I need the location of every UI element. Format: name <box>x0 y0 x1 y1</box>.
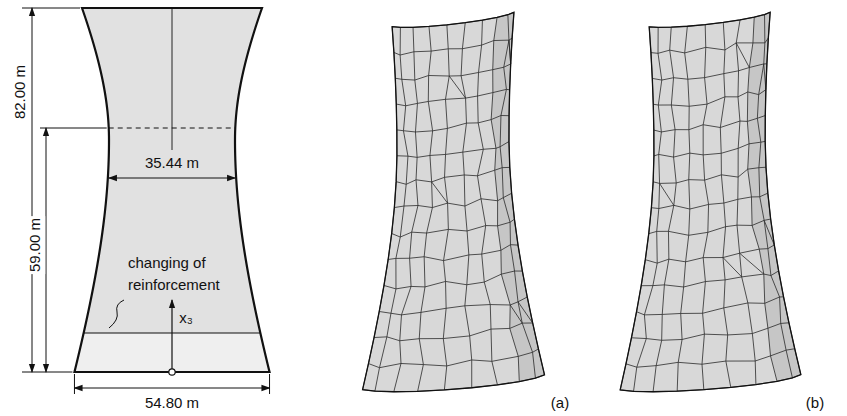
note-label: changing of reinforcement <box>128 252 232 296</box>
figure-label: (a) <box>551 393 569 413</box>
mesh-views <box>363 12 801 392</box>
mesh-line <box>637 297 784 315</box>
mesh-line <box>461 23 472 388</box>
mesh-outline <box>363 12 545 391</box>
mesh-line <box>388 245 518 261</box>
extension-line <box>22 8 80 9</box>
dimension-line <box>32 8 33 372</box>
mesh-line <box>645 245 774 263</box>
mesh-line <box>634 27 662 391</box>
extension-line <box>269 374 270 394</box>
mesh-line <box>651 193 767 209</box>
mesh-line <box>509 12 545 375</box>
mesh-line <box>653 27 676 392</box>
mesh-line <box>631 323 789 341</box>
mesh-line <box>374 323 533 341</box>
axis-label: x₃ <box>179 308 193 328</box>
mesh-line <box>443 25 449 390</box>
dimension-label: 35.44 m <box>145 153 199 173</box>
origin-point <box>169 369 175 375</box>
tower-fill <box>74 8 269 372</box>
extension-line <box>74 374 75 394</box>
mesh-line <box>740 253 764 274</box>
mesh-line <box>491 17 519 381</box>
mesh-line <box>720 22 730 387</box>
dimension-label: 59.00 m <box>25 216 45 274</box>
mesh-line <box>649 12 770 27</box>
mesh-line <box>397 142 509 158</box>
mesh-line <box>736 20 756 385</box>
mesh-line <box>395 64 510 80</box>
mesh-line <box>641 271 778 287</box>
mesh-line <box>677 26 690 391</box>
mesh-line <box>375 27 408 391</box>
mesh-line <box>765 12 801 375</box>
mesh-outline <box>620 12 801 392</box>
mesh-line <box>394 27 418 391</box>
dimension-label: 54.80 m <box>145 393 199 413</box>
extension-line <box>22 372 72 373</box>
axis-line <box>172 8 173 150</box>
mesh-line <box>394 38 512 55</box>
mesh-line <box>653 90 766 107</box>
tower-profile <box>0 8 400 394</box>
figure-label: (b) <box>806 393 824 413</box>
mesh-view <box>620 12 801 392</box>
mesh-line <box>449 76 465 98</box>
mesh-line <box>620 27 654 390</box>
mesh-line <box>396 167 510 184</box>
mesh-line <box>418 26 433 391</box>
mesh-line <box>510 305 522 323</box>
dimension-label: 82.00 m <box>10 63 30 121</box>
mesh-line <box>654 116 765 132</box>
mesh-line <box>368 349 538 368</box>
dimension-line <box>46 128 47 372</box>
mesh-line <box>394 193 511 207</box>
mesh-line <box>500 15 535 378</box>
mesh-line <box>651 38 768 53</box>
mesh-line <box>379 297 527 315</box>
mesh-line <box>757 15 792 378</box>
leader-line <box>109 300 124 328</box>
axis-arrow <box>171 300 172 372</box>
extension-line <box>40 128 107 129</box>
mesh-line <box>736 43 749 68</box>
base-band <box>0 333 400 393</box>
tower-outline <box>74 8 269 372</box>
mesh-line <box>432 182 448 203</box>
mesh-line <box>702 25 709 390</box>
mesh-surface <box>620 12 801 392</box>
mesh-line <box>723 258 742 277</box>
dimension-line <box>74 388 269 389</box>
mesh-line <box>392 219 515 237</box>
mesh-shade <box>491 12 544 381</box>
mesh-line <box>363 27 397 390</box>
mesh-line <box>626 349 795 367</box>
mesh-line <box>660 183 674 205</box>
mesh-surface <box>363 12 545 391</box>
dimension-line <box>109 178 235 179</box>
mesh-view <box>363 12 545 391</box>
mesh-line <box>477 20 497 385</box>
